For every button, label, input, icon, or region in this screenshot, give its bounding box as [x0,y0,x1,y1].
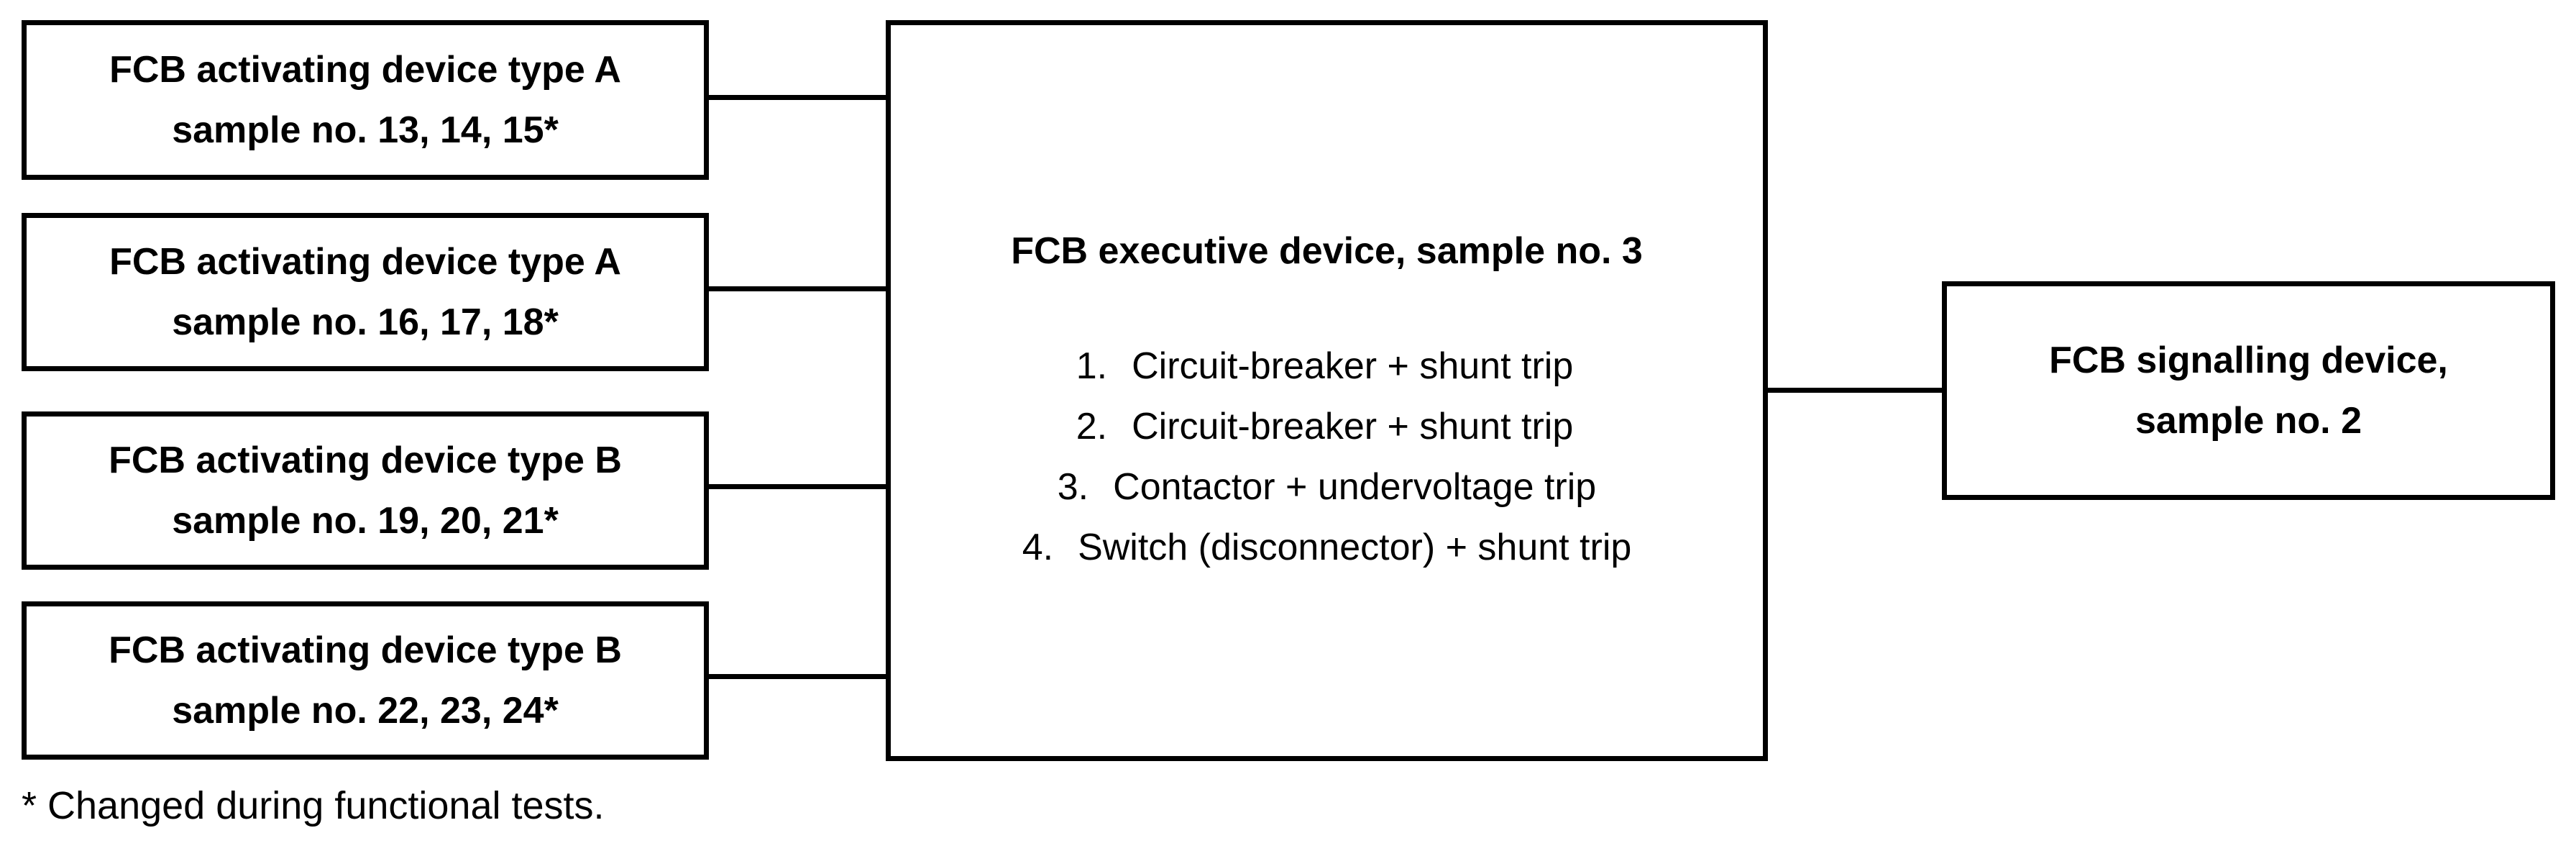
item-text: Circuit-breaker + shunt trip [1132,345,1574,387]
activating-device-samples: sample no. 19, 20, 21* [172,500,559,542]
item-number: 4. [1022,527,1054,568]
activating-device-box-3: FCB activating device type B sample no. … [22,411,709,570]
executive-device-item: 1. Circuit-breaker + shunt trip [1076,336,1574,396]
executive-device-item: 2. Circuit-breaker + shunt trip [1076,396,1574,457]
executive-device-box: FCB executive device, sample no. 3 1. Cir… [886,20,1768,761]
connector-line-activating-4 [707,674,891,679]
activating-device-samples: sample no. 22, 23, 24* [172,690,559,732]
activating-device-samples: sample no. 16, 17, 18* [172,301,559,343]
item-text: Contactor + undervoltage trip [1113,466,1597,508]
item-number: 1. [1076,345,1108,387]
activating-device-label: FCB activating device type B [109,440,622,481]
activating-device-label: FCB activating device type B [109,629,622,671]
activating-device-label: FCB activating device type A [109,49,621,91]
executive-device-item: 4. Switch (disconnector) + shunt trip [1022,517,1632,578]
footnote: * Changed during functional tests. [22,784,605,827]
signalling-device-label: FCB signalling device, [2049,340,2448,381]
executive-device-item: 3. Contactor + undervoltage trip [1058,457,1596,517]
activating-device-box-1: FCB activating device type A sample no. … [22,20,709,180]
activating-device-label: FCB activating device type A [109,241,621,283]
item-text: Switch (disconnector) + shunt trip [1078,527,1632,568]
signalling-device-box: FCB signalling device, sample no. 2 [1942,281,2555,500]
signalling-device-samples: sample no. 2 [2135,400,2362,442]
activating-device-samples: sample no. 13, 14, 15* [172,109,559,151]
executive-device-title: FCB executive device, sample no. 3 [1011,230,1643,272]
connector-line-activating-1 [707,95,891,100]
item-text: Circuit-breaker + shunt trip [1132,406,1574,447]
connector-line-signalling [1763,388,1947,393]
activating-device-box-4: FCB activating device type B sample no. … [22,601,709,760]
item-number: 2. [1076,406,1108,447]
activating-device-box-2: FCB activating device type A sample no. … [22,213,709,371]
item-number: 3. [1057,466,1089,508]
connector-line-activating-3 [707,484,891,489]
connector-line-activating-2 [707,286,891,291]
executive-device-list: 1. Circuit-breaker + shunt trip 2. Circuit… [1022,336,1632,578]
